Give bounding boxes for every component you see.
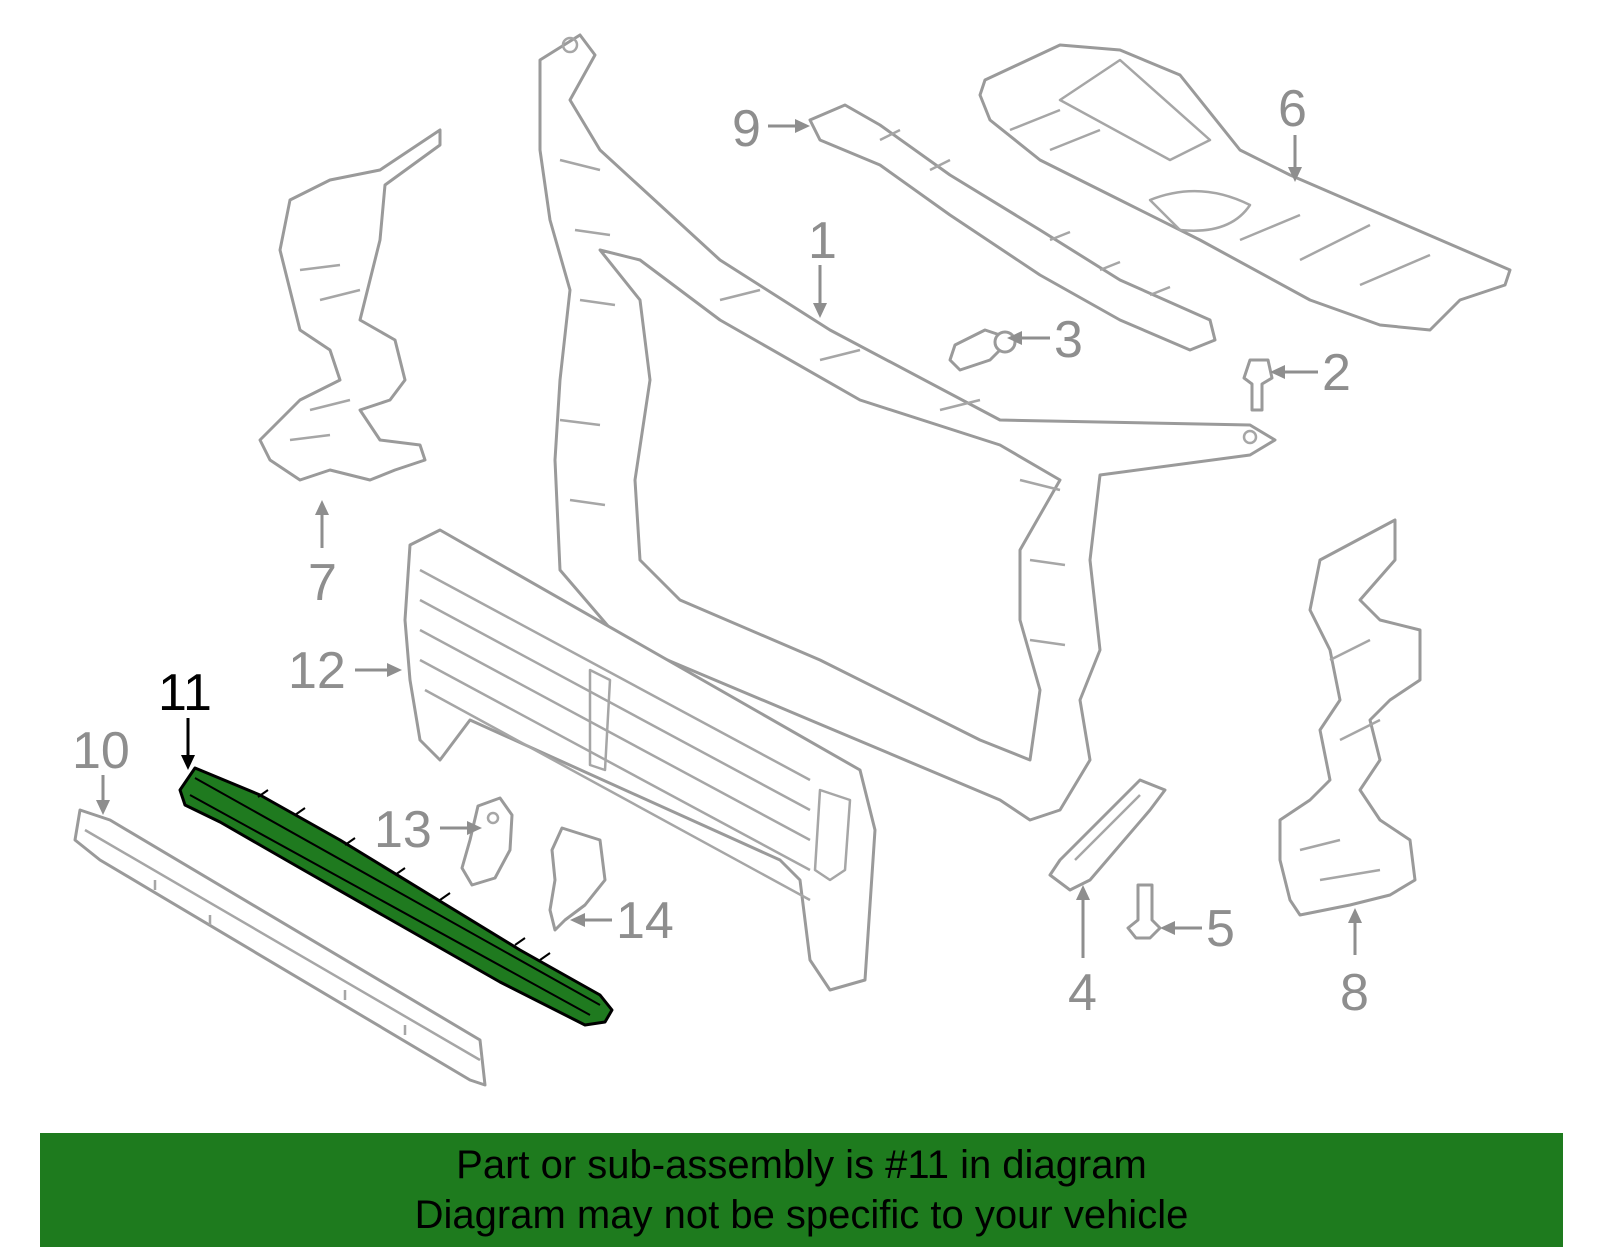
callout-4: 4 <box>1068 964 1097 1022</box>
part-3-push-clip <box>948 328 1017 372</box>
part-10-lower-strip <box>73 808 487 1087</box>
part-14-bracket <box>548 826 607 932</box>
part-13-actuator <box>460 796 514 887</box>
part-12-shutter-assembly <box>403 528 877 992</box>
callout-7: 7 <box>308 554 337 612</box>
parts-diagram: 1 2 3 4 5 6 7 8 9 10 11 12 13 14 <box>72 33 1512 1087</box>
callout-1: 1 <box>808 212 837 270</box>
callout-11: 11 <box>158 664 212 722</box>
callout-6: 6 <box>1278 80 1307 138</box>
callout-8: 8 <box>1340 964 1369 1022</box>
banner-line-1: Part or sub-assembly is #11 in diagram <box>456 1143 1147 1187</box>
callout-5: 5 <box>1206 900 1235 958</box>
part-7-left-deflector <box>258 128 442 482</box>
part-1-radiator-support <box>538 33 1277 822</box>
callout-2: 2 <box>1322 344 1351 402</box>
part-6-air-guide <box>978 43 1512 332</box>
part-5-bolt <box>1126 883 1162 940</box>
banner-line-2: Diagram may not be specific to your vehi… <box>414 1193 1189 1237</box>
part-info-banner: Part or sub-assembly is #11 in diagram D… <box>40 1133 1563 1247</box>
callout-13: 13 <box>374 801 432 859</box>
callout-12: 12 <box>288 642 346 700</box>
part-4-lower-bracket <box>1048 778 1167 892</box>
part-9-bracket <box>808 103 1217 352</box>
part-2-bolt <box>1242 358 1274 412</box>
callout-10: 10 <box>72 722 130 780</box>
leader-lines <box>96 119 1362 958</box>
callout-3: 3 <box>1054 311 1083 369</box>
callout-14: 14 <box>616 892 674 950</box>
part-11-highlighted-deflector <box>178 766 614 1027</box>
callout-9: 9 <box>732 100 761 158</box>
part-8-right-deflector <box>1278 518 1422 917</box>
